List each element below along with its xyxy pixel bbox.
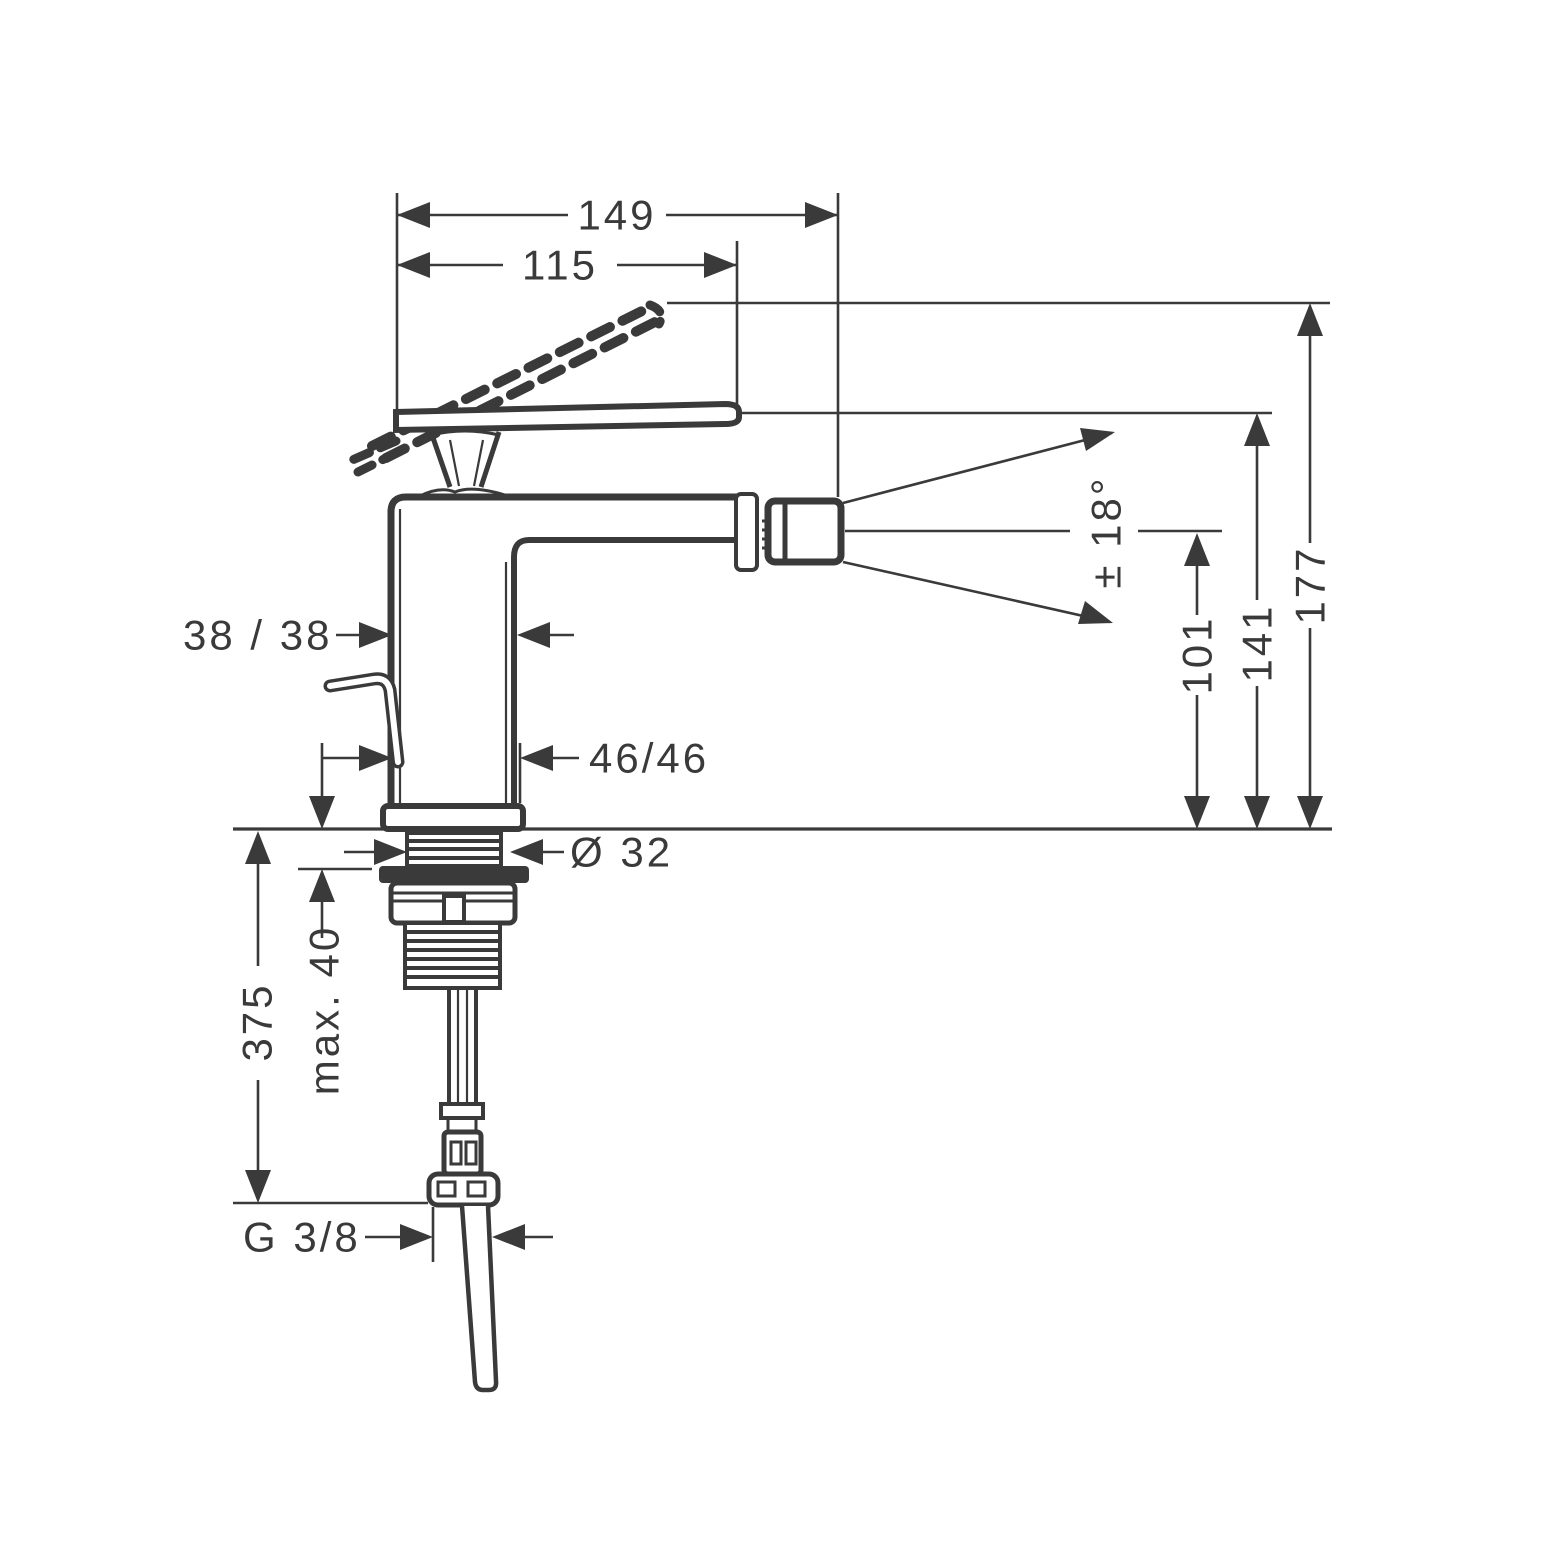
dim-375-arrow-down [245, 1170, 271, 1203]
dimension-hole-diameter: Ø 32 [344, 829, 673, 876]
dim-label-hose-length: 375 [234, 982, 281, 1061]
cap-nut-slot-left [436, 1180, 457, 1198]
dim-label-height-outlet: 101 [1174, 615, 1221, 694]
dim-d32-arrow-right [510, 839, 543, 865]
angle-arrow-upper [1080, 428, 1115, 451]
cone-top-arc [430, 429, 500, 437]
lever-dashed-tail-lower [353, 447, 403, 477]
cone-right-edge [478, 431, 502, 488]
dim-max40-arrow-down [309, 796, 335, 829]
dim-177-arrow-up [1297, 303, 1323, 336]
lever-dashed-lower-line [381, 316, 662, 463]
dim-149-arrow-right [805, 202, 838, 228]
handle-plate [393, 400, 742, 434]
body-left-and-top [387, 493, 744, 812]
dim-max40-arrow-up [309, 869, 335, 902]
dimension-width-handle: 115 [397, 242, 737, 289]
dimension-height-outlet: 101 [1174, 533, 1221, 829]
hose-connector [426, 988, 501, 1393]
dim-375-arrow-up [245, 831, 271, 864]
spout-end-cap [734, 492, 759, 572]
cap-nut-slot-right [466, 1180, 487, 1198]
dim-label-height-plate: 141 [1234, 603, 1281, 682]
dimension-hose-length: 375 [234, 831, 281, 1203]
dim-g38-arrow-right [492, 1224, 525, 1250]
dim-149-arrow-left [397, 202, 430, 228]
dim-101-arrow-down [1184, 796, 1210, 829]
dim-141-arrow-up [1244, 413, 1270, 446]
angle-arrow-lower [1078, 601, 1113, 624]
dim-177-arrow-down [1297, 796, 1323, 829]
cartridge-cone [419, 429, 506, 498]
dim-115-arrow-right [704, 252, 737, 278]
nozzle-body [764, 497, 845, 566]
dimension-swivel-angle: ± 18° [842, 428, 1130, 624]
connector-slot-left [449, 1140, 463, 1166]
popup-rod [323, 672, 405, 769]
cone-base-contour [419, 487, 506, 498]
dim-label-height-overall: 177 [1287, 545, 1334, 624]
dimension-body-lower: 46/46 [322, 735, 709, 782]
lever-dashed-tail-upper [345, 436, 401, 466]
connector-collar [439, 1102, 485, 1120]
popup-rod-core [327, 675, 401, 765]
dim-d32-arrow-left [374, 839, 407, 865]
dimension-max-deck: max. 40 [301, 743, 348, 1095]
cone-left-edge [428, 431, 453, 488]
dim-label-body-upper: 38 / 38 [183, 612, 332, 659]
dim-101-arrow-up [1184, 533, 1210, 566]
connector-slot-right [464, 1140, 478, 1166]
cone-inner-left [448, 439, 461, 487]
linkage-slot [442, 894, 466, 924]
dim-38-arrow-right [517, 622, 550, 648]
dim-label-width-overall: 149 [577, 192, 656, 239]
dim-label-width-handle: 115 [522, 242, 598, 289]
aerator-nozzle [762, 497, 845, 566]
dimension-width-overall: 149 [397, 192, 838, 239]
dimension-height-plate: 141 [1234, 413, 1281, 829]
dim-label-body-lower: 46/46 [589, 735, 709, 782]
mounting-washer [379, 866, 529, 883]
angle-upper-line [842, 431, 1113, 505]
base-flange [380, 803, 526, 832]
dim-141-arrow-down [1244, 796, 1270, 829]
angle-lower-line [842, 560, 1111, 624]
dim-label-connection-thread: G 3/8 [243, 1214, 361, 1261]
spout-underside-and-right [511, 537, 744, 812]
cone-inner-right [472, 439, 485, 487]
dimension-height-overall: 177 [1287, 303, 1334, 829]
dim-38-arrow-left [359, 622, 392, 648]
dim-46-arrow-left [359, 745, 392, 771]
dim-label-max-deck: max. 40 [301, 925, 348, 1095]
dim-g38-arrow-left [400, 1224, 433, 1250]
dimension-connection-thread: G 3/8 [243, 1214, 553, 1261]
extension-lines [233, 193, 1332, 1262]
dim-label-hole-diameter: Ø 32 [570, 829, 673, 876]
mounting-set [379, 831, 529, 990]
connection-hose [459, 1205, 499, 1393]
faucet-body [387, 492, 759, 812]
lever-dashed-end-cap [645, 300, 666, 329]
dim-label-swivel-angle: ± 18° [1083, 475, 1130, 588]
faucet-drawing [323, 300, 845, 1393]
dimension-body-upper: 38 / 38 [183, 612, 574, 659]
dim-115-arrow-left [397, 252, 430, 278]
dim-46-arrow-right [520, 745, 553, 771]
